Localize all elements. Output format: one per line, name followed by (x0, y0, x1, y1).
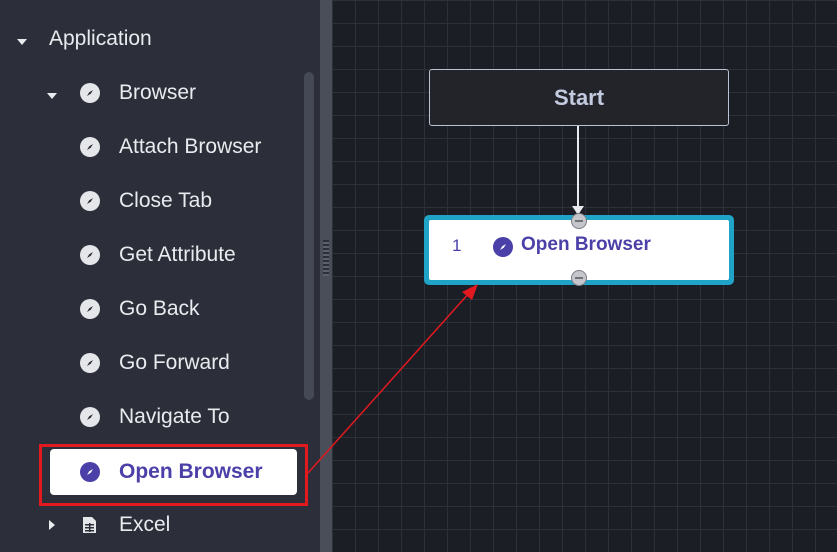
tree-item-label: Close Tab (119, 189, 213, 212)
tree-item-navigate-to[interactable]: Navigate To (0, 400, 300, 434)
compass-icon (80, 83, 100, 103)
tree-item-browser[interactable]: Browser (0, 76, 300, 110)
compass-icon (80, 407, 100, 427)
tree-item-label: Open Browser (119, 460, 263, 483)
tree-item-label: Attach Browser (119, 135, 262, 158)
tree-item-attach-browser[interactable]: Attach Browser (0, 130, 300, 164)
tree-item-close-tab[interactable]: Close Tab (0, 184, 300, 218)
caret-down-icon[interactable] (17, 39, 27, 45)
sidebar-scrollbar[interactable] (304, 72, 314, 400)
tree-item-go-forward[interactable]: Go Forward (0, 346, 300, 380)
start-node[interactable]: Start (429, 69, 729, 126)
compass-icon (493, 237, 513, 257)
compass-icon (80, 462, 100, 482)
tree-item-row: Open Browser (0, 455, 300, 489)
tree-item-label: Application (49, 27, 152, 50)
toolbox-sidebar: Application Browser Attach Browser Close… (0, 0, 320, 552)
caret-right-icon[interactable] (49, 520, 55, 530)
tree-item-excel[interactable]: Excel (0, 508, 300, 542)
tree-item-label: Navigate To (119, 405, 230, 428)
connector-arrow-icon (572, 206, 584, 215)
tree-item-label: Get Attribute (119, 243, 236, 266)
start-node-label: Start (553, 84, 605, 110)
tree-item-get-attribute[interactable]: Get Attribute (0, 238, 300, 272)
compass-icon (80, 191, 100, 211)
tree-item-label: Browser (119, 81, 197, 104)
step-node-body: 1 Open Browser (429, 220, 729, 280)
tree-item-label: Go Forward (119, 351, 230, 374)
spreadsheet-icon (83, 517, 96, 533)
compass-icon (80, 299, 100, 319)
tree-item-open-browser[interactable]: Open Browser (50, 449, 297, 495)
splitter-grip-icon[interactable] (323, 240, 329, 276)
step-number: 1 (452, 236, 462, 255)
tree-item-label: Excel (119, 513, 171, 536)
step-node-label: Open Browser (521, 234, 651, 255)
workflow-canvas[interactable]: Start 1 Open Browser (332, 0, 837, 552)
panel-splitter[interactable] (320, 0, 332, 552)
caret-down-icon[interactable] (47, 93, 57, 99)
compass-icon (80, 353, 100, 373)
output-port[interactable] (571, 270, 587, 286)
tree-item-go-back[interactable]: Go Back (0, 292, 300, 326)
compass-icon (80, 137, 100, 157)
connector-line (577, 126, 579, 212)
tree-item-label: Go Back (119, 297, 200, 320)
tree-item-application[interactable]: Application (0, 22, 300, 56)
compass-icon (80, 245, 100, 265)
input-port[interactable] (571, 213, 587, 229)
